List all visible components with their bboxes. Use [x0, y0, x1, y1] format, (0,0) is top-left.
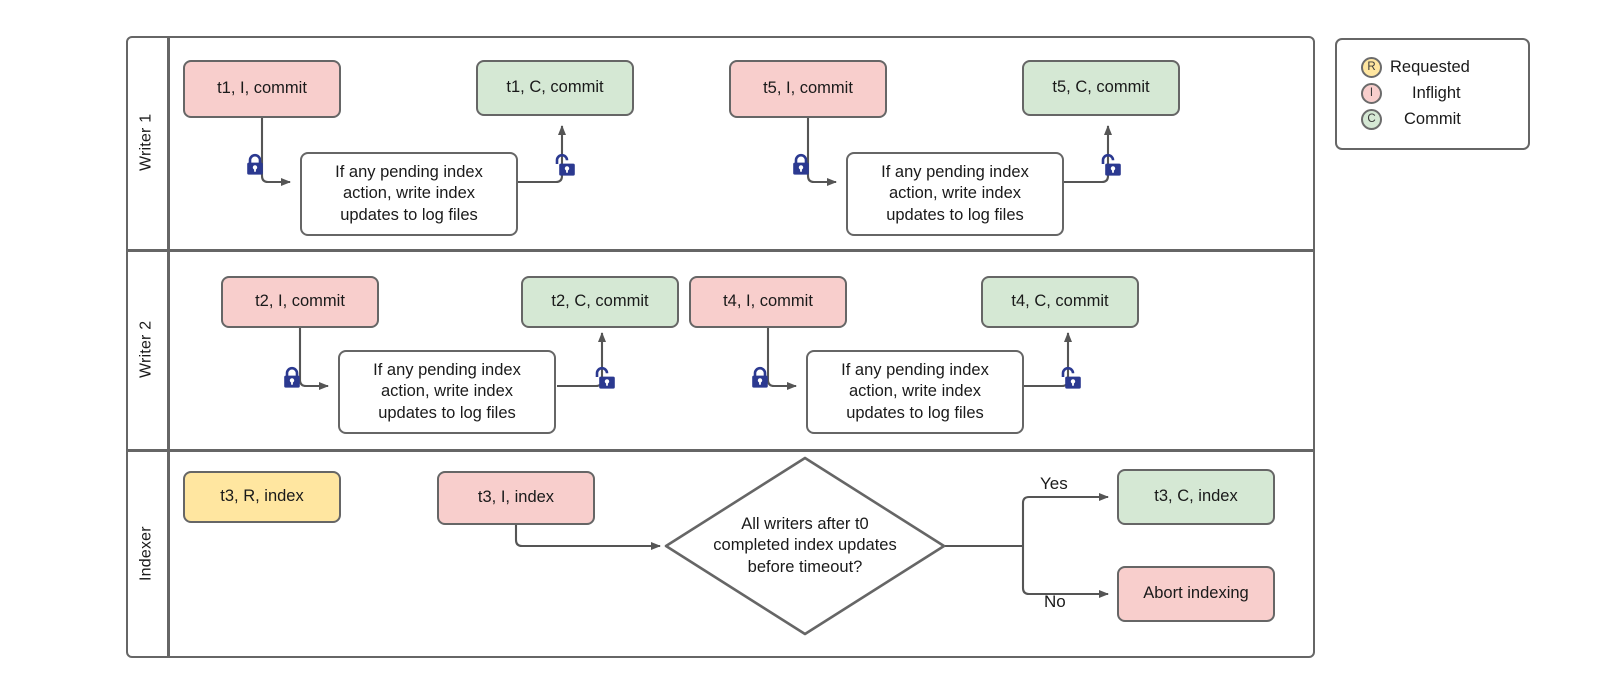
lock-closed-icon [244, 153, 266, 182]
node-t2-index-write-process[interactable]: If any pending index action, write index… [338, 350, 556, 434]
lane-divider-2 [126, 449, 1315, 452]
node-label: t3, C, index [1154, 487, 1238, 506]
node-label: If any pending index action, write index… [335, 163, 483, 224]
node-label: t3, I, index [477, 488, 555, 507]
node-t5-inflight[interactable]: t5, I, commit [729, 60, 887, 118]
lane-divider-1 [126, 249, 1315, 252]
legend-item-inflight: I Inflight [1361, 81, 1511, 105]
node-t3-inflight[interactable]: t3, I, index [437, 471, 595, 525]
node-decision-writers-completed[interactable]: All writers after t0 completed index upd… [663, 455, 947, 637]
node-t3-commit[interactable]: t3, C, index [1117, 469, 1275, 525]
lock-open-icon [552, 153, 576, 182]
legend-item-commit: C Commit [1361, 107, 1511, 131]
node-label: t2, I, commit [255, 292, 345, 311]
lane-label-writer-1: Writer 1 [137, 113, 155, 172]
node-label: t2, C, commit [551, 292, 649, 311]
node-label: t1, I, commit [217, 79, 307, 98]
node-label: t1, C, commit [506, 78, 604, 97]
node-label: t5, I, commit [763, 79, 853, 98]
legend-badge-commit-icon: C [1361, 108, 1382, 130]
lock-closed-icon [749, 366, 771, 395]
lane-label-indexer: Indexer [137, 526, 155, 581]
node-t4-inflight[interactable]: t4, I, commit [689, 276, 847, 328]
node-abort-indexing[interactable]: Abort indexing [1117, 566, 1275, 622]
legend-label: Inflight [1412, 83, 1461, 102]
node-t1-index-write-process[interactable]: If any pending index action, write index… [300, 152, 518, 236]
node-label: t4, C, commit [1011, 292, 1109, 311]
lock-open-icon [1098, 153, 1122, 182]
node-t4-commit[interactable]: t4, C, commit [981, 276, 1139, 328]
node-label: Abort indexing [1143, 584, 1249, 603]
edge-label-no: No [1044, 592, 1066, 611]
lane-label-column-divider [167, 36, 170, 658]
lane-label-writer-2: Writer 2 [137, 320, 155, 378]
lock-closed-icon [281, 366, 303, 395]
lock-closed-icon [790, 153, 812, 182]
node-t2-inflight[interactable]: t2, I, commit [221, 276, 379, 328]
node-t2-commit[interactable]: t2, C, commit [521, 276, 679, 328]
lock-open-icon [1058, 366, 1082, 395]
node-t1-commit[interactable]: t1, C, commit [476, 60, 634, 116]
legend-panel: R Requested I Inflight C Commit [1335, 38, 1530, 150]
lock-open-icon [592, 366, 616, 395]
node-label: t3, R, index [220, 487, 304, 506]
node-t3-requested[interactable]: t3, R, index [183, 471, 341, 523]
node-t5-index-write-process[interactable]: If any pending index action, write index… [846, 152, 1064, 236]
legend-badge-requested-icon: R [1361, 56, 1382, 78]
node-t1-inflight[interactable]: t1, I, commit [183, 60, 341, 118]
legend-badge-inflight-icon: I [1361, 82, 1382, 104]
node-t4-index-write-process[interactable]: If any pending index action, write index… [806, 350, 1024, 434]
legend-label: Commit [1404, 109, 1461, 128]
node-label: t5, C, commit [1052, 78, 1150, 97]
node-label: If any pending index action, write index… [373, 361, 521, 422]
node-label: If any pending index action, write index… [881, 163, 1029, 224]
node-label: If any pending index action, write index… [841, 361, 989, 422]
node-label: All writers after t0 completed index upd… [713, 514, 897, 576]
legend-item-requested: R Requested [1361, 55, 1511, 79]
node-t5-commit[interactable]: t5, C, commit [1022, 60, 1180, 116]
node-label: t4, I, commit [723, 292, 813, 311]
edge-label-yes: Yes [1040, 474, 1068, 493]
legend-label: Requested [1390, 57, 1470, 76]
